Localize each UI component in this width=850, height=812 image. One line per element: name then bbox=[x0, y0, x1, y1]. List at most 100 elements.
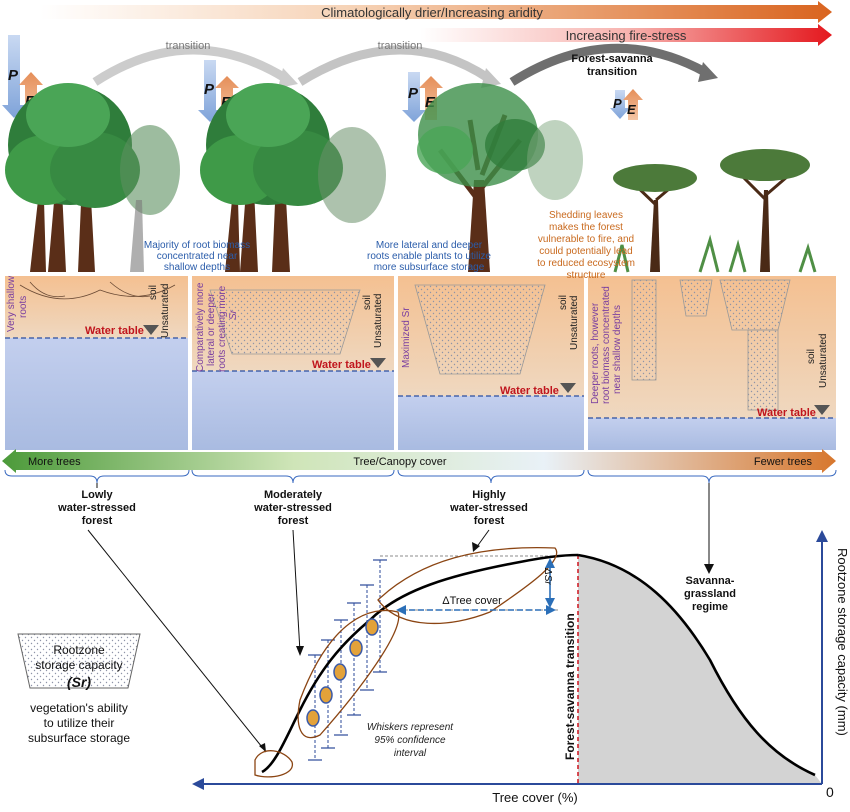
regime-labels: Lowly water-stressed forest Moderately w… bbox=[57, 483, 736, 753]
tree-cover-bar: More trees Tree/Canopy cover Fewer trees bbox=[2, 449, 837, 484]
x-axis-label: Tree cover (%) bbox=[492, 790, 577, 805]
panel-2-labels: Comparatively more lateral or deeper roo… bbox=[195, 282, 384, 372]
soil-label-1a: Unsaturated bbox=[160, 284, 171, 338]
whisker-caps bbox=[308, 559, 387, 761]
p-label-3: P bbox=[408, 85, 419, 102]
legend-line-2: storage capacity bbox=[35, 658, 122, 672]
fire-note-3: vulnerable to fire, and bbox=[538, 234, 634, 245]
transition-arc-2: transition bbox=[297, 40, 501, 88]
root-note-1b: concentrated near bbox=[157, 251, 238, 262]
legend-symbol: (Sr) bbox=[67, 674, 91, 690]
panel-3-labels: More lateral and deeper roots enable pla… bbox=[367, 210, 635, 397]
soil-label-4a: Unsaturated bbox=[818, 334, 829, 388]
root-note-1c: shallow depths bbox=[164, 262, 230, 273]
y-axis-arrowhead bbox=[816, 530, 828, 542]
whiskers-note-2: 95% confidence bbox=[374, 735, 446, 746]
roots-label-4a: Deeper roots, however bbox=[590, 302, 601, 404]
soil-label-3a: Unsaturated bbox=[569, 296, 580, 350]
sr-legend-shape bbox=[17, 633, 141, 689]
ellipse-lowly bbox=[254, 750, 293, 778]
lowly-1: Lowly bbox=[81, 489, 113, 501]
legend-desc-1: vegetation's ability bbox=[30, 701, 128, 715]
fire-stress-label: Increasing fire-stress bbox=[566, 28, 687, 43]
fire-stress-arrow: Increasing fire-stress bbox=[420, 24, 832, 46]
pe-arrows-3: P E bbox=[402, 72, 443, 122]
soil-label-2b: soil bbox=[362, 295, 373, 310]
root-note-3b: roots enable plants to utilize bbox=[367, 251, 491, 262]
pe-arrows-4: P E bbox=[610, 89, 643, 120]
graph: Tree cover (%) Rootzone storage capacity… bbox=[192, 530, 850, 805]
root-note-3a: More lateral and deeper bbox=[376, 240, 483, 251]
aridity-arrow: Climatologically drier/Increasing aridit… bbox=[40, 1, 832, 23]
water-table-4: Water table bbox=[757, 407, 816, 419]
water-table-3: Water table bbox=[500, 385, 559, 397]
origin-label: 0 bbox=[826, 784, 834, 800]
savanna-2: grassland bbox=[684, 588, 736, 600]
highly-2: water-stressed bbox=[449, 502, 528, 514]
panel-4-labels: Deeper roots, however root biomass conce… bbox=[590, 286, 829, 419]
transition-arc-1: transition bbox=[92, 40, 298, 88]
moderately-1: Moderately bbox=[264, 489, 323, 501]
y-axis-label: Rootzone storage capacity (mm) bbox=[835, 548, 850, 736]
roots-label-4b: root biomass concentrated bbox=[601, 286, 612, 404]
roots-label-2d: Sr bbox=[228, 309, 239, 320]
p-label-2: P bbox=[204, 81, 215, 98]
water-table-1: Water table bbox=[85, 325, 144, 337]
roots-label-1b: roots bbox=[18, 296, 29, 318]
highly-1: Highly bbox=[472, 489, 506, 501]
delta-tree-cover-label: ΔTree cover bbox=[442, 595, 502, 607]
legend-desc-2: to utilize their bbox=[44, 716, 115, 730]
x-axis-arrowhead bbox=[192, 778, 204, 790]
roots-label-3: Maximized Sr bbox=[401, 307, 412, 368]
savanna-3: regime bbox=[692, 601, 728, 613]
ellipse-highly bbox=[377, 546, 558, 625]
savanna-area bbox=[578, 555, 822, 784]
legend-desc-3: subsurface storage bbox=[28, 731, 130, 745]
aridity-label: Climatologically drier/Increasing aridit… bbox=[321, 5, 543, 20]
moderately-2: water-stressed bbox=[253, 502, 332, 514]
root-note-3c: more subsurface storage bbox=[374, 262, 485, 273]
whiskers-note-3: interval bbox=[394, 748, 427, 759]
forest-trees-2 bbox=[200, 83, 386, 272]
roots-label-2b: lateral or deeper bbox=[206, 293, 217, 366]
lowly-3: forest bbox=[82, 515, 113, 527]
transition-label-1: transition bbox=[166, 40, 211, 52]
roots-label-4c: near shallow depths bbox=[612, 305, 623, 394]
panel-1 bbox=[5, 276, 188, 450]
panel-3 bbox=[398, 276, 584, 450]
p-label-4: P bbox=[613, 96, 622, 111]
forest-trees-3 bbox=[417, 83, 583, 272]
pe-arrows-2: P E bbox=[198, 60, 239, 122]
savanna-1: Savanna- bbox=[686, 575, 735, 587]
transition-label-2: transition bbox=[378, 40, 423, 52]
moderately-3: forest bbox=[278, 515, 309, 527]
transition-label-3a: Forest-savanna bbox=[571, 53, 653, 65]
fire-note-2: makes the forest bbox=[549, 222, 623, 233]
fire-note-5: to reduced ecosystem bbox=[537, 258, 635, 269]
storage-curve-decline bbox=[577, 553, 816, 777]
fire-note-1: Shedding leaves bbox=[549, 210, 623, 221]
p-label-1: P bbox=[8, 67, 19, 84]
forest-trees-1 bbox=[5, 83, 180, 272]
roots-label-2a: Comparatively more bbox=[195, 282, 206, 372]
transition-arc-3: Forest-savanna transition bbox=[509, 43, 718, 86]
panel-4 bbox=[588, 276, 836, 450]
root-note-1a: Majority of root biomass bbox=[144, 240, 250, 251]
transition-label-3b: transition bbox=[587, 66, 637, 78]
delta-sr-label: ΔSr bbox=[542, 567, 553, 585]
fire-note-6: structure bbox=[567, 270, 606, 281]
roots-label-1a: Very shallow bbox=[6, 275, 17, 332]
soil-label-3b: soil bbox=[558, 295, 569, 310]
cover-left-label: More trees bbox=[28, 456, 81, 468]
savanna-trees bbox=[613, 149, 817, 273]
roots-label-2c: roots creating more bbox=[217, 285, 228, 372]
cover-right-label: Fewer trees bbox=[754, 456, 813, 468]
fire-note-4: could potentially lead bbox=[539, 246, 632, 257]
cover-center-label: Tree/Canopy cover bbox=[353, 456, 446, 468]
transition-line-label: Forest-savanna transition bbox=[563, 613, 577, 760]
soil-label-1b: soil bbox=[148, 285, 159, 300]
water-table-2: Water table bbox=[312, 359, 371, 371]
sr-legend: Rootzone storage capacity (Sr) vegetatio… bbox=[17, 633, 141, 745]
